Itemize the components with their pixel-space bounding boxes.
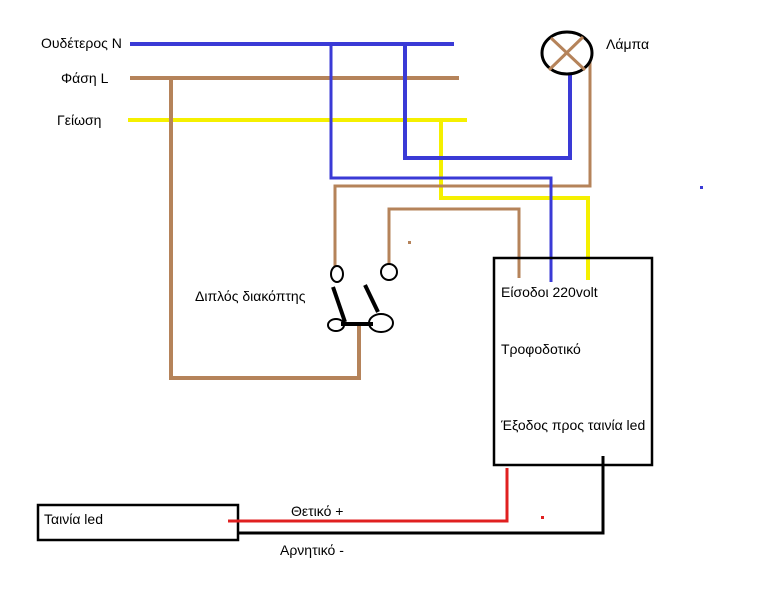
neutral-wires (130, 42, 703, 282)
negative-wire (238, 456, 605, 535)
stray-dot-red (541, 516, 544, 519)
psu-output-label: Έξοδος προς ταινία led (501, 417, 646, 433)
output-wires (228, 456, 605, 535)
neutral-label: Ουδέτερος N (41, 35, 122, 51)
psu-input-label: Είσοδοι 220volt (501, 284, 598, 300)
ground-wire-to-psu (439, 120, 590, 280)
neutral-wire-to-psu (329, 44, 553, 282)
phase-label: Φάση L (61, 70, 109, 86)
phase-wires (130, 57, 592, 380)
switch-to-psu-wire (387, 207, 521, 278)
negative-label: Αρνητικό - (280, 542, 344, 558)
lamp-return-wire (333, 57, 592, 268)
stray-dot (408, 241, 411, 244)
psu-label: Τροφοδοτικό (501, 341, 581, 357)
positive-wire (228, 468, 509, 523)
psu-box (492, 256, 654, 467)
lamp-label: Λάμπα (606, 36, 650, 52)
neutral-wire-to-lamp (403, 44, 572, 160)
led-strip-label: Ταινία led (44, 511, 103, 527)
stray-dot-blue (700, 186, 703, 189)
ground-label: Γείωση (57, 112, 102, 128)
lamp-symbol (540, 30, 594, 76)
double-switch-label: Διπλός διακόπτης (195, 288, 306, 304)
phase-wire-to-switch (169, 78, 361, 380)
double-switch-symbol (327, 263, 398, 333)
positive-label: Θετικό + (291, 503, 344, 519)
